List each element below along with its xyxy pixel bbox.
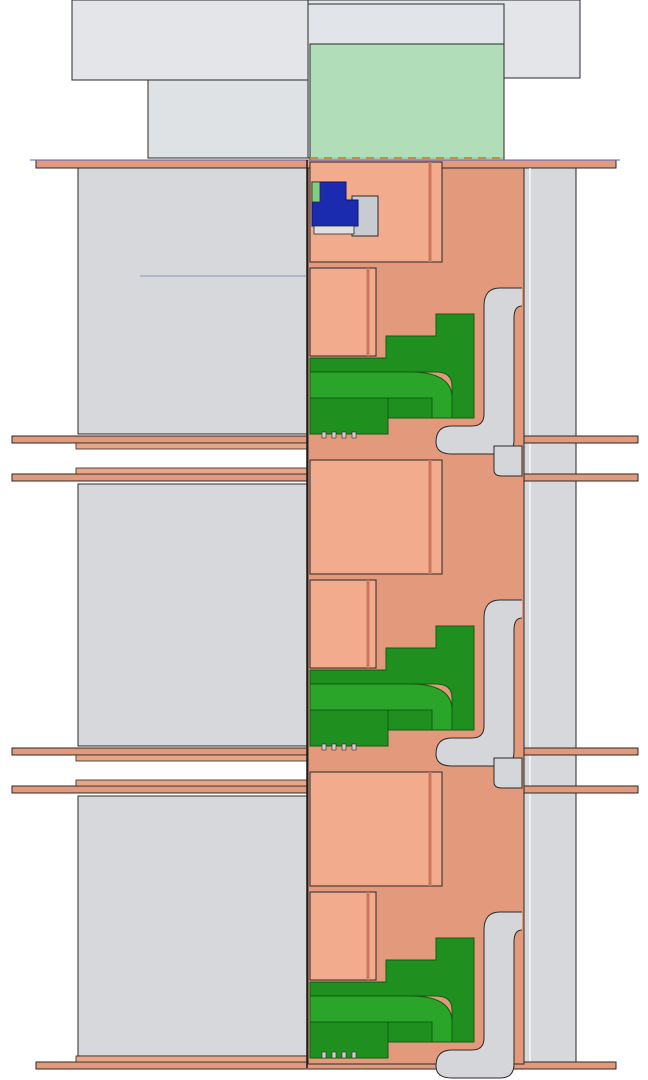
joint-tab [351, 1051, 357, 1059]
wall-notch [493, 445, 523, 477]
wall-notch [493, 757, 523, 789]
top-cap-neck [147, 79, 309, 159]
green-base-step [387, 709, 433, 731]
copper-lower-block [309, 267, 377, 357]
joint-tab [331, 743, 337, 751]
copper-upper-block [309, 459, 443, 575]
copper-upper-block [309, 771, 443, 887]
green-base-step [387, 1021, 433, 1043]
coolant-channel [435, 599, 523, 767]
joint-tab [321, 743, 327, 751]
blue-part [311, 181, 359, 227]
joint-tab [351, 431, 357, 439]
joint-tab [331, 1051, 337, 1059]
joint-tab [341, 431, 347, 439]
top-cap [30, 0, 620, 169]
joint-tab [331, 431, 337, 439]
top-cap-block [71, 0, 309, 81]
green-upper-step [309, 937, 475, 1043]
joint-tab [321, 431, 327, 439]
green-upper-step [309, 625, 475, 731]
housing-section-1 [77, 167, 309, 435]
housing-section-2 [77, 483, 309, 747]
copper-lower-block [309, 579, 377, 669]
housing-section-3 [77, 795, 309, 1057]
stages [309, 161, 523, 1079]
blue-component [311, 181, 379, 237]
joint-tab [341, 1051, 347, 1059]
green-base [309, 397, 389, 435]
copper-lower-block [309, 891, 377, 981]
green-upper-step [309, 313, 475, 419]
green-base-step [387, 397, 433, 419]
right-wall [523, 167, 577, 1065]
coolant-channel [435, 911, 523, 1079]
joint-tab [321, 1051, 327, 1059]
right-housing [523, 167, 577, 1065]
left-housing [77, 167, 480, 1057]
coolant-channel [435, 287, 523, 455]
joint-tab [351, 743, 357, 751]
green-base [309, 709, 389, 747]
joint-tab [341, 743, 347, 751]
transparent-green-part [309, 43, 505, 163]
